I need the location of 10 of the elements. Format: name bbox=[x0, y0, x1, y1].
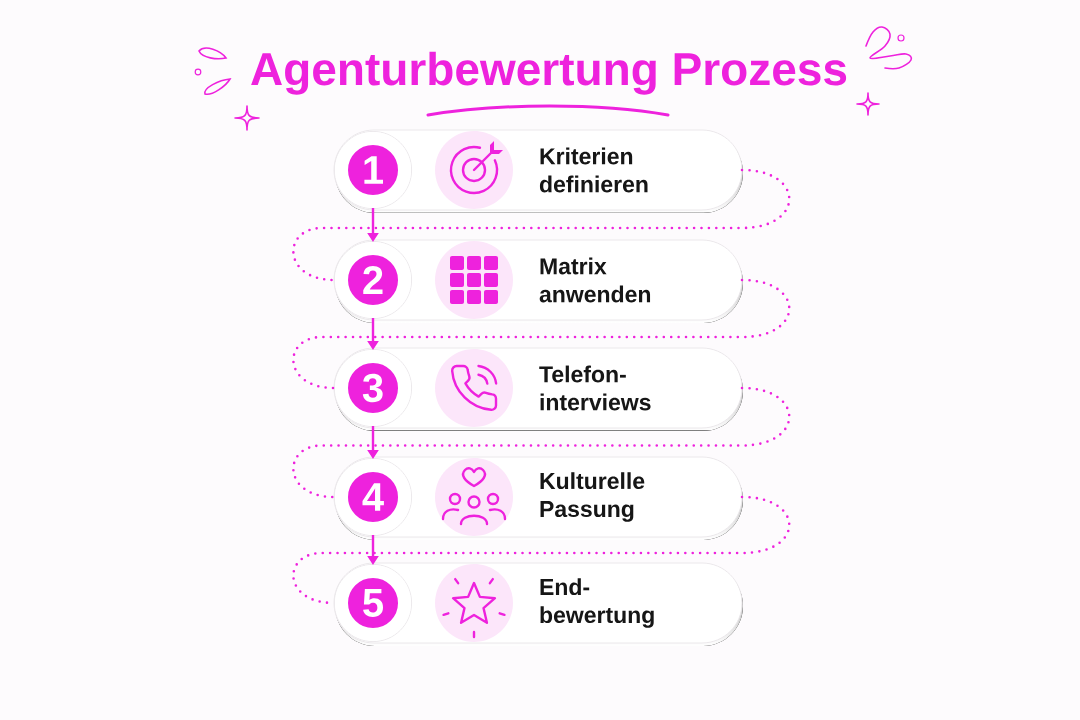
dotted-connector bbox=[292, 278, 791, 390]
step-number: 1 bbox=[333, 130, 413, 210]
step-number: 2 bbox=[333, 240, 413, 320]
title: Agenturbewertung Prozess bbox=[251, 51, 847, 95]
dotted-connector bbox=[292, 386, 791, 499]
step-number: 3 bbox=[333, 348, 413, 428]
step-number: 4 bbox=[333, 457, 413, 537]
step-number: 5 bbox=[333, 563, 413, 643]
dotted-connector bbox=[292, 495, 791, 605]
dotted-connector bbox=[292, 168, 791, 282]
